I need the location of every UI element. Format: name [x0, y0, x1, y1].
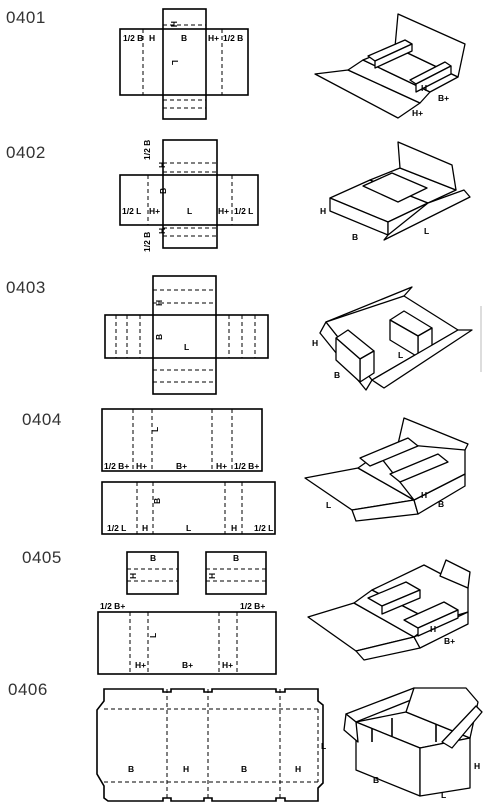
label-h-b-left: H: [142, 523, 148, 533]
label-h-left: H+: [136, 461, 147, 471]
label-b1: B: [128, 764, 134, 774]
label-l: L: [148, 633, 158, 638]
label-h-right: H+: [218, 206, 229, 216]
label-b-plus: B+: [176, 461, 187, 471]
label-half-b-left: 1/2 B+: [100, 601, 125, 611]
label-b-left: B: [150, 553, 156, 563]
label-half-b-right: 1/2 B+: [240, 601, 265, 611]
iso-label-h: H: [312, 338, 318, 348]
label-half-b-right: 1/2 B: [223, 33, 243, 43]
label-l: L: [184, 342, 189, 352]
label-h-left: H: [149, 33, 155, 43]
iso-label-h: H: [421, 83, 427, 93]
label-h2: H: [295, 764, 301, 774]
dieline-0405: B H B H 1/2 B+ 1/2 B+ L H+ B+ H+: [97, 551, 277, 675]
iso-label-h: H: [421, 490, 427, 500]
iso-label-l: L: [326, 500, 331, 510]
iso-label-b-plus: B+: [438, 93, 449, 103]
iso-label-h: H: [320, 206, 326, 216]
dieline-0404: L 1/2 B+ H+ B+ H+ 1/2 B+ B 1/2 L H L H 1…: [101, 408, 276, 535]
label-half-l-left: 1/2 L: [122, 206, 141, 216]
style-code-0405: 0405: [22, 548, 62, 567]
iso-label-h-plus: H+: [412, 108, 423, 118]
iso-label-h: H: [474, 761, 480, 771]
iso-label-h: H: [430, 624, 436, 634]
iso-label-b: B: [334, 370, 340, 380]
style-code-0406: 0406: [8, 680, 48, 699]
label-h-top: H: [157, 162, 167, 168]
label-h-left: H: [128, 573, 138, 579]
label-b: B: [158, 188, 168, 194]
label-b-right: B: [233, 553, 239, 563]
assembled-0402: H B L: [320, 141, 471, 242]
label-h-top: H: [169, 21, 179, 27]
label-l: L: [321, 741, 326, 751]
iso-label-b: B: [352, 232, 358, 242]
label-h-right: H+: [208, 33, 219, 43]
dieline-0403: H B L: [104, 275, 269, 395]
label-h-right: H: [207, 573, 217, 579]
label-half-b-right: 1/2 B+: [234, 461, 259, 471]
iso-label-l: L: [424, 226, 429, 236]
label-h: H: [154, 300, 164, 306]
style-code-0402: 0402: [6, 143, 46, 162]
label-half-b-left: 1/2 B+: [104, 461, 129, 471]
style-code-0403: 0403: [6, 278, 46, 297]
assembled-0406: H B L: [343, 687, 483, 800]
style-code-0401: 0401: [6, 8, 46, 27]
label-b-bottom: B: [152, 498, 162, 504]
assembled-0404: L H B: [304, 417, 469, 522]
label-b: B: [154, 334, 164, 340]
label-h-left: H+: [149, 206, 160, 216]
label-b: B: [181, 33, 187, 43]
label-half-l-right: 1/2 L: [254, 523, 273, 533]
label-l: L: [170, 60, 180, 65]
dieline-0402: 1/2 B H B 1/2 L H+ L H+ 1/2 L H 1/2 B: [119, 139, 259, 252]
label-b-plus: B+: [182, 660, 193, 670]
assembled-0401: H B+ H+: [314, 13, 466, 119]
label-h-b-right: H: [231, 523, 237, 533]
label-h-plus-left: H+: [135, 660, 146, 670]
label-h-plus-right: H+: [222, 660, 233, 670]
label-half-b-top: 1/2 B: [142, 140, 152, 160]
dieline-0406: B H B H L: [96, 688, 326, 802]
label-half-l-left: 1/2 L: [107, 523, 126, 533]
label-h-right: H+: [216, 461, 227, 471]
label-h1: H: [183, 764, 189, 774]
label-h-bottom: H: [157, 228, 167, 234]
iso-label-b: B: [373, 775, 379, 785]
label-b2: B: [241, 764, 247, 774]
label-l-bottom: L: [186, 523, 191, 533]
assembled-0403: H B L: [312, 286, 482, 391]
assembled-0405: H B+: [307, 559, 471, 661]
iso-label-l: L: [441, 790, 446, 800]
dieline-0401: 1/2 B H B H+ 1/2 B H L: [119, 8, 249, 120]
label-l: L: [187, 206, 192, 216]
label-l-top: L: [150, 427, 160, 432]
label-half-l-right: 1/2 L: [234, 206, 253, 216]
iso-label-b-plus: B+: [444, 636, 455, 646]
label-half-b-bottom: 1/2 B: [142, 232, 152, 252]
style-code-0404: 0404: [22, 410, 62, 429]
iso-label-l: L: [398, 350, 403, 360]
label-half-b-left: 1/2 B: [123, 33, 143, 43]
iso-label-b: B: [438, 499, 444, 509]
